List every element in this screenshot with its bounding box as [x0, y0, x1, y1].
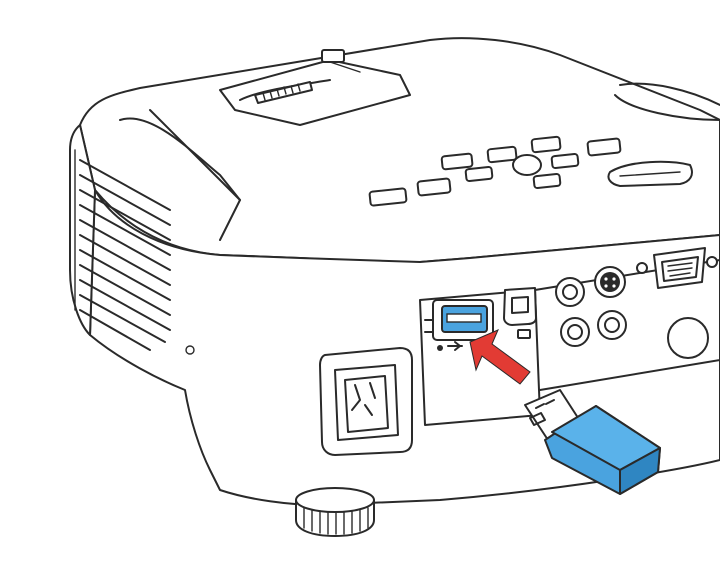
vent-grille	[74, 149, 171, 351]
usb-flash-drive-icon	[524, 389, 661, 495]
vga-port-icon	[636, 247, 718, 289]
usb-b-port-icon	[503, 287, 537, 339]
insert-arrow-icon	[469, 329, 531, 385]
adjustable-foot-icon	[295, 487, 375, 537]
control-panel	[368, 135, 693, 207]
usb-a-port-icon	[424, 299, 494, 351]
rca-jack-icon	[555, 277, 627, 347]
s-video-port-icon	[594, 266, 626, 298]
power-inlet-icon	[319, 347, 413, 456]
focus-ring-icon	[254, 81, 313, 104]
